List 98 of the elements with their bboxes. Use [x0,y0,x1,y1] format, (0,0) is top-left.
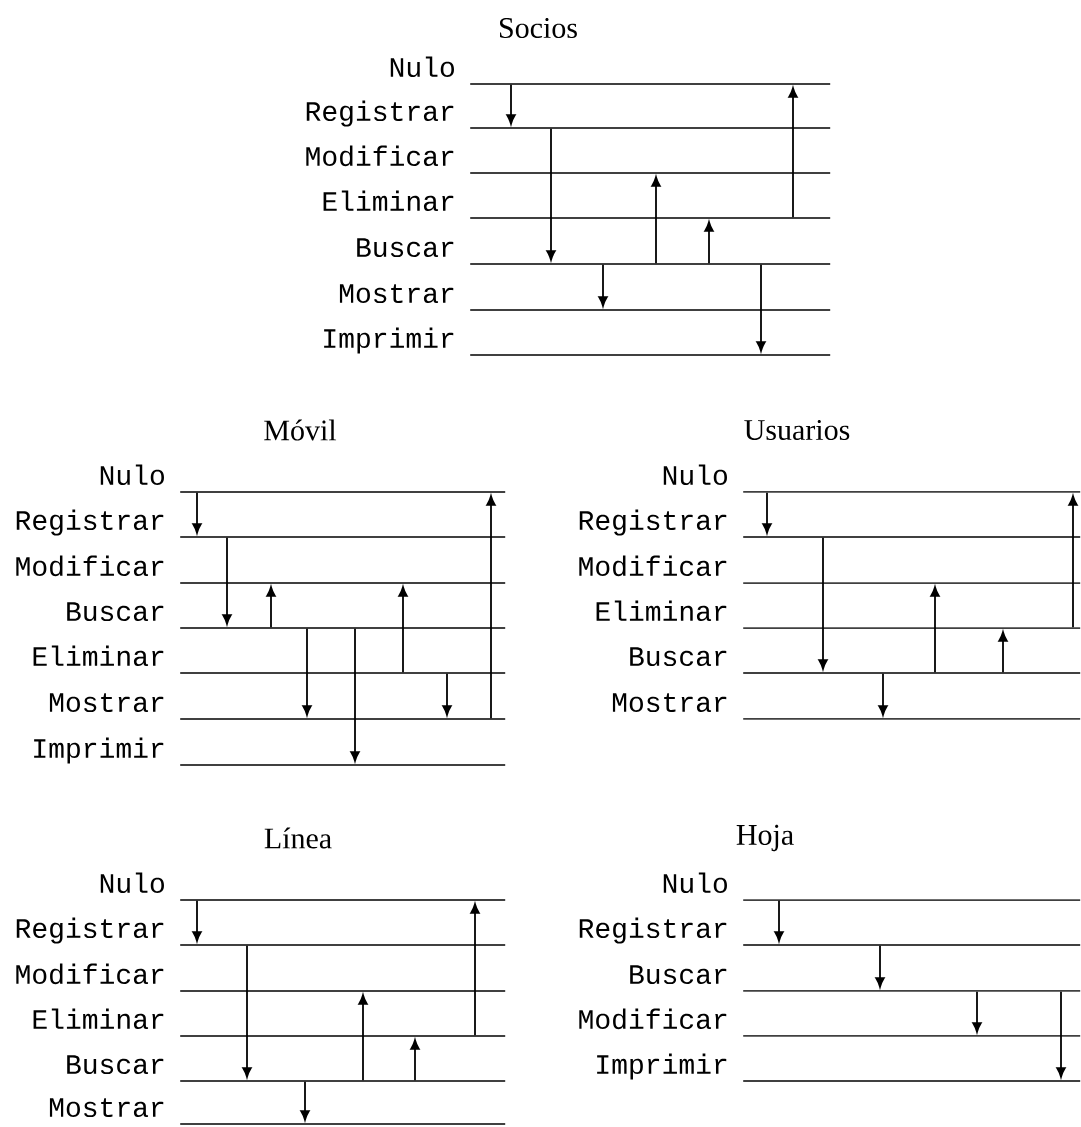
state-line [180,582,506,584]
state-line [470,127,831,129]
panel-title: Móvil [264,419,337,441]
state-line [743,627,1081,629]
state-label: Imprimir [324,327,454,354]
panel-title: Línea [264,827,332,849]
arrow [266,586,276,629]
state-line [743,944,1081,946]
state-line [470,172,831,174]
arrow [192,491,202,534]
state-line [180,764,506,766]
state-line [743,536,1081,538]
state-line [180,536,506,538]
arrow [930,586,940,674]
state-label: Buscar [630,965,727,985]
arrow [998,631,1008,674]
state-line [180,672,506,674]
arrow [192,899,202,942]
panel-title: Hoja [736,824,794,852]
state-label: Registrar [306,100,454,127]
state-line [743,672,1081,674]
state-label: Eliminar [596,600,727,622]
arrow [878,672,888,716]
state-label: Nulo [100,464,164,486]
arrow [442,672,452,716]
state-label: Registrar [579,509,727,536]
state-label: Eliminar [33,1008,164,1030]
state-label: Eliminar [33,645,164,667]
state-label: Mostrar [612,693,727,713]
state-label: Registrar [579,917,727,944]
state-line [743,1080,1081,1082]
state-label: Buscar [357,238,454,258]
arrow [358,994,368,1082]
state-line [470,217,831,219]
state-line [180,1123,506,1125]
state-label: Modificar [579,555,727,577]
state-line [180,944,506,946]
arrow [242,944,252,1078]
panel-title: Usuarios [744,419,850,441]
state-label: Mostrar [49,1098,164,1118]
arrow [410,1039,420,1082]
state-label: Modificar [579,1008,727,1030]
state-line [743,899,1081,901]
state-line [470,309,831,311]
state-line [180,627,506,629]
state-label: Modificar [16,555,164,577]
state-line [470,354,831,356]
state-label: Nulo [663,872,727,894]
arrow [818,536,828,670]
state-line [743,491,1081,493]
state-line [743,718,1081,720]
state-line [470,263,831,265]
state-line [180,990,506,992]
panel-title: Socios [500,17,577,39]
arrow [222,536,232,625]
state-label: Nulo [663,464,727,486]
arrow [774,899,784,942]
state-line [743,990,1081,992]
state-label: Registrar [16,917,164,944]
state-label: Imprimir [597,1053,727,1080]
state-label: Buscar [67,1055,164,1075]
state-label: Registrar [16,509,164,536]
state-label: Modificar [16,963,164,985]
state-label: Imprimir [34,737,164,764]
arrow [1068,495,1078,629]
arrow [1056,990,1066,1078]
state-label: Buscar [67,602,164,622]
arrow [506,83,516,125]
state-line [180,491,506,493]
arrow [486,495,496,720]
state-label: Mostrar [339,284,454,304]
arrow [762,491,772,534]
state-line [743,1035,1081,1037]
state-label: Nulo [390,56,454,78]
arrow [300,1080,310,1121]
arrow [546,127,556,261]
arrow [788,87,798,219]
arrow [972,990,982,1033]
state-line [180,1035,506,1037]
state-line [743,582,1081,584]
state-label: Modificar [306,145,454,167]
arrow [470,903,480,1037]
arrow [398,586,408,674]
state-label: Mostrar [49,693,164,713]
arrow [302,627,312,716]
arrow [350,627,360,762]
state-line [180,1080,506,1082]
arrow [756,263,766,352]
state-line [180,899,506,901]
arrow [704,221,714,265]
arrow [651,176,661,265]
state-line [180,718,506,720]
arrow [598,263,608,307]
state-line [470,83,831,85]
state-label: Eliminar [323,190,454,212]
state-label: Buscar [630,647,727,667]
arrow [875,944,885,988]
state-label: Nulo [100,872,164,894]
